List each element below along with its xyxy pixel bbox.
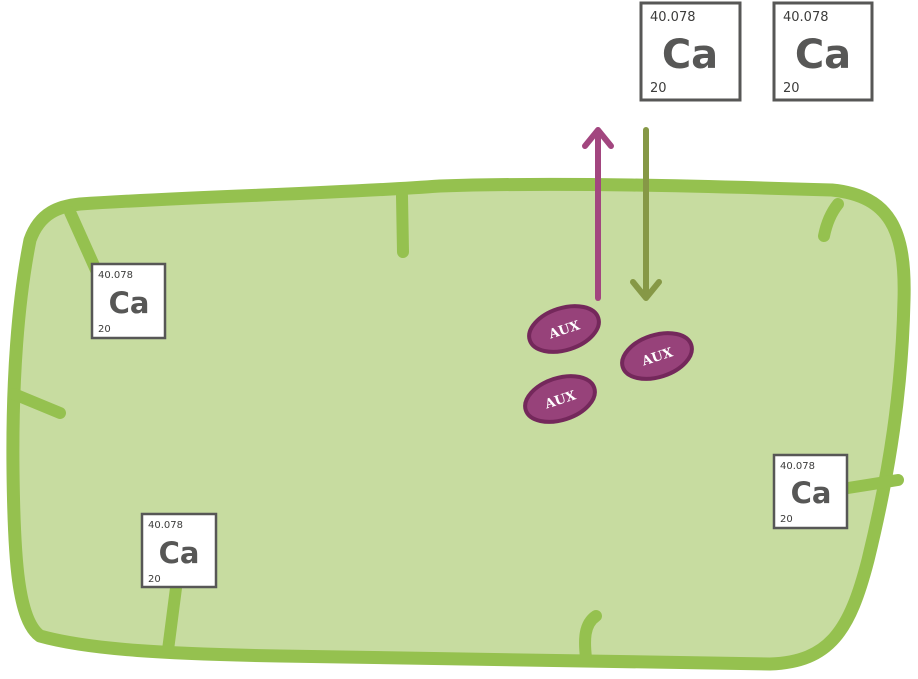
- wall-ridge: [64, 206, 102, 276]
- element-symbol: Ca: [662, 32, 718, 78]
- influx-arrow: [630, 127, 662, 301]
- atomic-number: 20: [650, 81, 667, 96]
- auxin-shape: [620, 331, 694, 381]
- calcium-element-tile: 40.078 Ca 20: [90, 262, 167, 340]
- auxin-efflux-arrow: [582, 127, 614, 301]
- wall-ridge: [579, 610, 602, 664]
- wall-ridge: [842, 474, 904, 494]
- element-symbol: Ca: [159, 536, 200, 570]
- atomic-mass: 40.078: [783, 10, 829, 25]
- element-symbol: Ca: [795, 32, 851, 78]
- atomic-number: 20: [98, 324, 111, 335]
- cell-wall-ridges: [8, 190, 904, 664]
- atomic-number: 20: [780, 514, 793, 525]
- tile-border: [140, 512, 218, 589]
- calcium-element-tile: 40.078 Ca 20: [772, 1, 874, 102]
- tile-border: [639, 1, 742, 102]
- plant-cell: [6, 177, 911, 671]
- tile-border: [772, 453, 849, 530]
- atomic-mass: 40.078: [650, 10, 696, 25]
- tile-border: [90, 262, 167, 340]
- atomic-mass: 40.078: [148, 520, 183, 531]
- auxin-shape: [523, 374, 597, 424]
- auxin-shape: [527, 304, 601, 354]
- calcium-element-tile: 40.078 Ca 20: [140, 512, 218, 589]
- auxin-molecule: AUX: [620, 331, 694, 381]
- atomic-number: 20: [148, 574, 161, 585]
- wall-ridge: [8, 388, 66, 419]
- calcium-element-tile: 40.078 Ca 20: [772, 453, 849, 530]
- auxin-molecule: AUX: [527, 304, 601, 354]
- wall-ridge: [818, 198, 844, 242]
- element-symbol: Ca: [109, 286, 150, 320]
- auxin-molecule: AUX: [523, 374, 597, 424]
- atomic-mass: 40.078: [780, 461, 815, 472]
- calcium-element-tile: 40.078 Ca 20: [639, 1, 742, 102]
- tile-border: [772, 1, 874, 102]
- wall-ridge: [396, 190, 409, 258]
- atomic-number: 20: [783, 81, 800, 96]
- wall-ridge: [162, 582, 182, 656]
- element-symbol: Ca: [791, 476, 832, 510]
- atomic-mass: 40.078: [98, 270, 133, 281]
